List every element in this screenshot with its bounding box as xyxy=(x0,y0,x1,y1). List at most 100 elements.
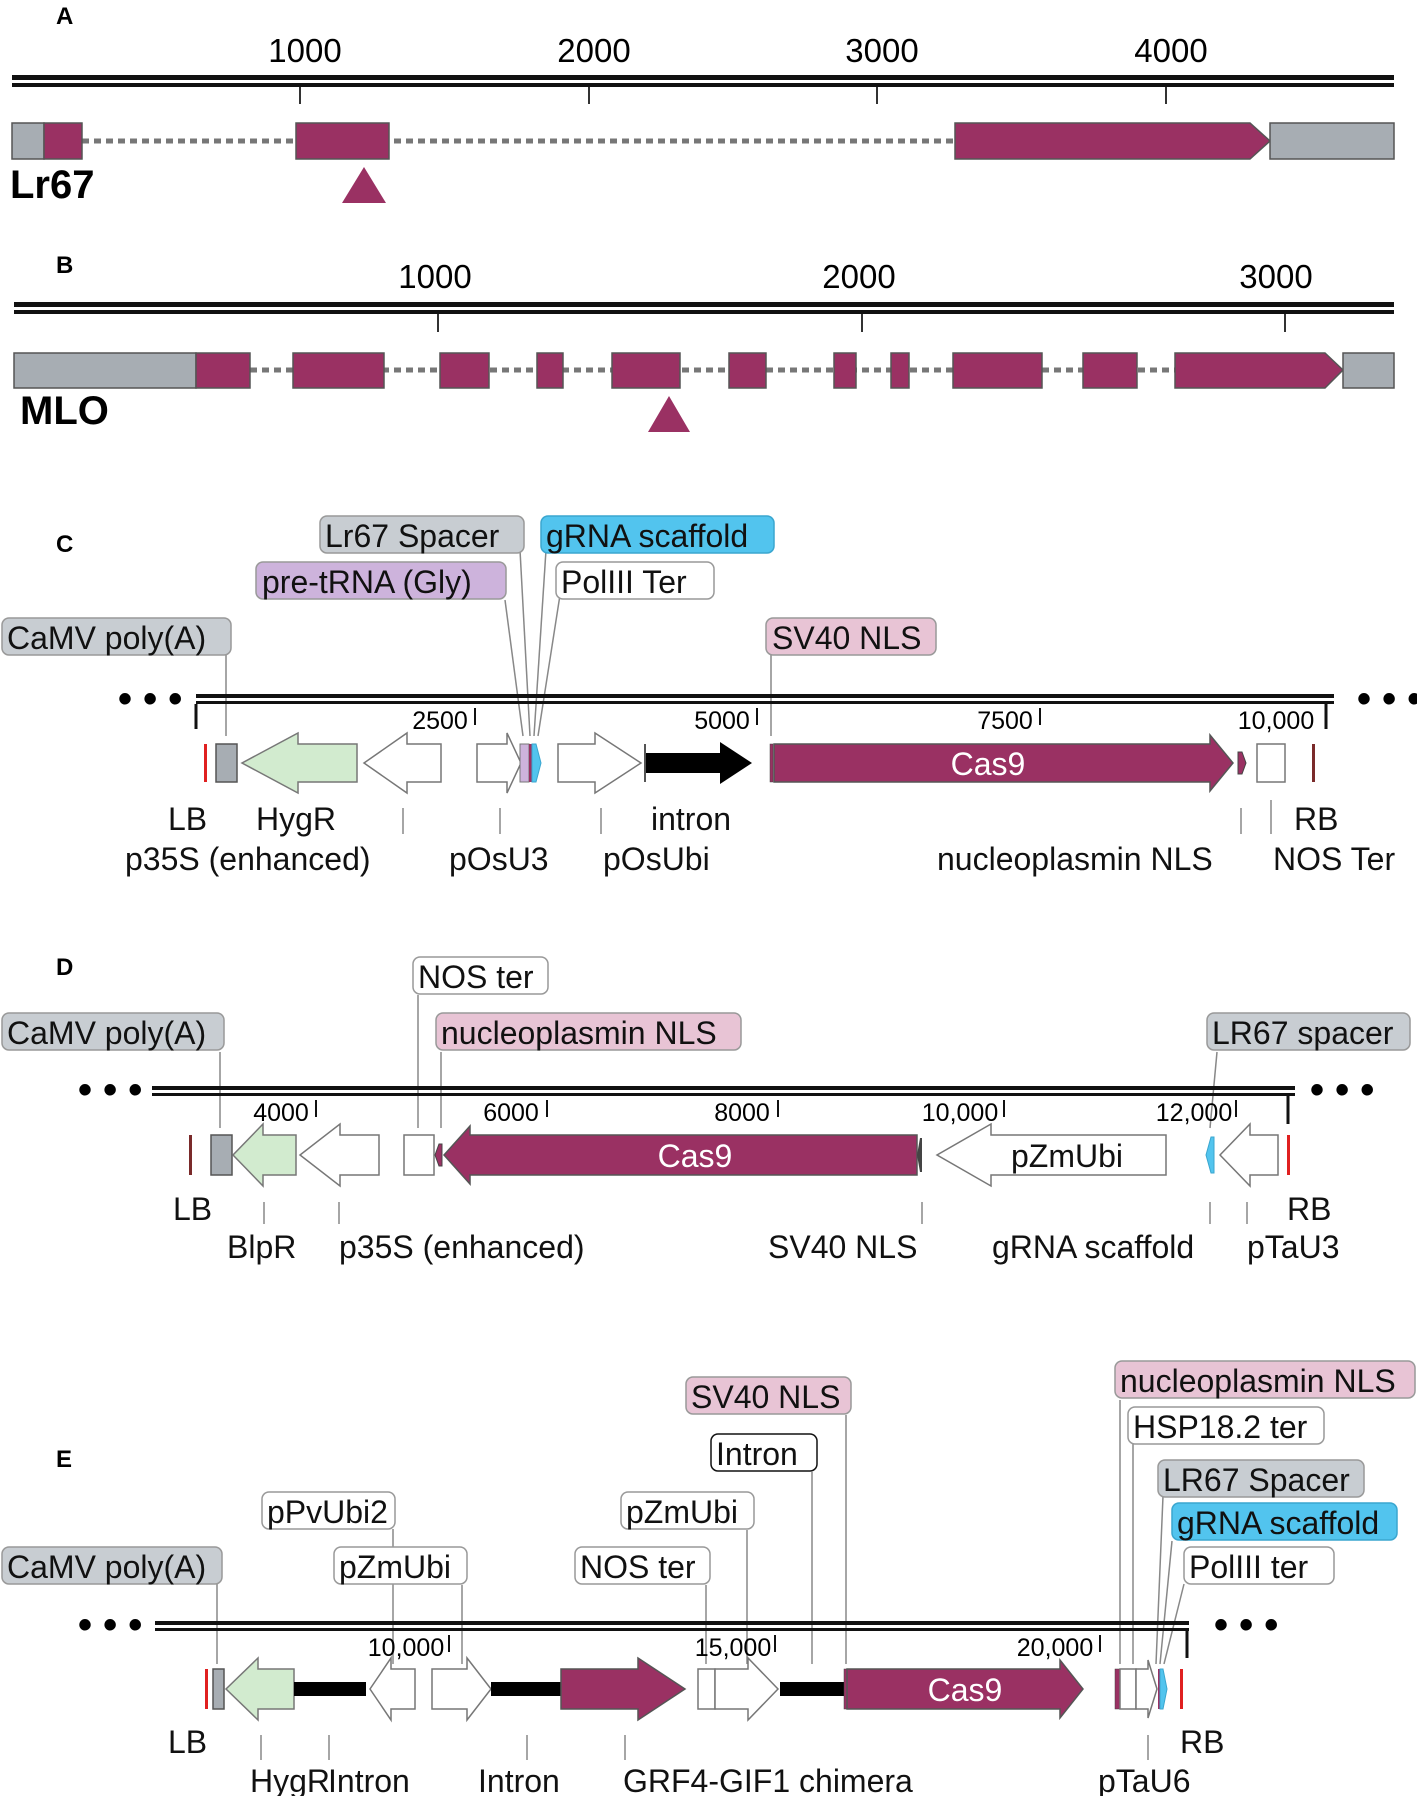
panel-a-exon-1 xyxy=(43,122,83,160)
panel-e-label-lb: LB xyxy=(168,1724,207,1760)
panel-e-backbone xyxy=(155,1621,1189,1625)
panel-c-rb-border xyxy=(1312,744,1315,782)
panel-a-tick-1000: 1000 xyxy=(268,32,341,69)
panel-e-tick-20000: 20,000 xyxy=(1017,1634,1093,1662)
tag-nos-ter: NOS ter xyxy=(574,1546,711,1585)
panel-d-camv-polya-feature xyxy=(210,1134,233,1176)
svg-text:pre-tRNA (Gly): pre-tRNA (Gly) xyxy=(262,564,472,600)
panel-a-tick-3000: 3000 xyxy=(845,32,918,69)
panel-d-tick-4000: 4000 xyxy=(253,1099,309,1127)
tag-intron: Intron xyxy=(710,1433,818,1472)
panel-c-ellipsis-left: • • • xyxy=(118,677,182,721)
svg-text:CaMV poly(A): CaMV poly(A) xyxy=(7,1015,206,1051)
panel-e-letter: E xyxy=(56,1446,72,1473)
panel-a-exon-2 xyxy=(295,122,390,160)
svg-text:SV40 NLS: SV40 NLS xyxy=(691,1379,840,1415)
tag-poliii-ter: PolIII ter xyxy=(1183,1546,1335,1585)
panel-c-cas9-label: Cas9 xyxy=(951,746,1026,782)
panel-a-scale-line-2 xyxy=(12,83,1394,87)
panel-c-nucleoplasmin-feature xyxy=(1237,751,1247,775)
panel-e-hsp18-2-ter-feature xyxy=(1119,1668,1137,1710)
panel-d-label-ptau3: pTaU3 xyxy=(1247,1229,1340,1265)
svg-text:Intron: Intron xyxy=(716,1436,798,1472)
panel-d-label-rb: RB xyxy=(1287,1191,1331,1227)
panel-a-tick-2000: 2000 xyxy=(557,32,630,69)
panel-e-pzmubi-2-arrow xyxy=(714,1656,780,1722)
panel-e-intron-bar-3 xyxy=(780,1682,844,1696)
tag-pzmubi: pZmUbi xyxy=(333,1546,468,1585)
tag-pzmubi-2: pZmUbi xyxy=(620,1491,755,1530)
panel-b-exon xyxy=(1082,352,1138,389)
panel-d-ellipsis-right: • • • xyxy=(1310,1068,1374,1112)
panel-e-tick-15000: 15,000 xyxy=(695,1634,771,1662)
svg-text:PolIII ter: PolIII ter xyxy=(1189,1549,1309,1585)
panel-a-utr-3 xyxy=(1269,122,1395,160)
tag-lr67-spacer: LR67 Spacer xyxy=(1157,1459,1365,1498)
svg-text:CaMV poly(A): CaMV poly(A) xyxy=(7,1549,206,1585)
panel-c-tick-2500: 2500 xyxy=(412,707,468,735)
panel-d-p35s-arrow xyxy=(298,1122,380,1188)
panel-d-ellipsis-left: • • • xyxy=(78,1068,142,1112)
panel-e-nos-ter-feature xyxy=(697,1668,716,1710)
panel-e-intron-bar-2 xyxy=(491,1682,561,1696)
panel-e-label-ptau6: pTaU6 xyxy=(1098,1763,1191,1796)
panel-b-utr-5 xyxy=(13,352,197,389)
panel-e-hygr-arrow xyxy=(224,1656,295,1722)
panel-c-label-posu3: pOsU3 xyxy=(449,841,549,877)
panel-c-tick-7500: 7500 xyxy=(977,707,1033,735)
panel-c-intron-arrow xyxy=(644,742,752,784)
svg-text:NOS ter: NOS ter xyxy=(580,1549,696,1585)
panel-c-camv-polya-feature xyxy=(215,743,238,783)
panel-d-blpr-arrow xyxy=(231,1122,297,1188)
svg-text:nucleoplasmin NLS: nucleoplasmin NLS xyxy=(441,1015,717,1051)
panel-c-label-hygr: HygR xyxy=(256,801,336,837)
panel-e-ppvubi2-arrow xyxy=(369,1655,416,1723)
panel-e-cas9-label: Cas9 xyxy=(928,1672,1003,1708)
panel-b-exon xyxy=(439,352,490,389)
svg-text:CaMV poly(A): CaMV poly(A) xyxy=(7,620,206,656)
tag-nucleoplasmin-nls: nucleoplasmin NLS xyxy=(435,1012,742,1051)
svg-text:NOS ter: NOS ter xyxy=(418,959,534,995)
panel-c-backbone xyxy=(196,694,1334,698)
panel-b-exon xyxy=(890,352,910,389)
panel-e-leader-lines xyxy=(216,1400,1185,1760)
tag-sv40-nls: SV40 NLS xyxy=(765,617,937,656)
panel-e-label-intron-1: Intron xyxy=(328,1763,410,1796)
panel-c-posubi-arrow xyxy=(557,731,643,795)
panel-b-scale-line xyxy=(14,302,1394,307)
panel-c-intron-start xyxy=(644,744,646,782)
panel-c-scaffold-feature xyxy=(531,743,542,783)
tag-grna-scaffold: gRNA scaffold xyxy=(540,515,775,554)
panel-b-utr-3 xyxy=(1342,352,1395,389)
panel-b-exon xyxy=(611,352,681,389)
tag-camv-poly-a: CaMV poly(A) xyxy=(1,617,232,656)
panel-d-cas9-label: Cas9 xyxy=(658,1138,733,1174)
panel-c-posu3-arrow xyxy=(476,732,522,794)
panel-d-nos-ter-feature xyxy=(403,1134,435,1176)
panel-e-lb-border xyxy=(205,1669,208,1709)
panel-c-label-intron: intron xyxy=(651,801,731,837)
tag-ppvubi2: pPvUbi2 xyxy=(261,1491,396,1530)
panel-c-nos-ter-feature xyxy=(1256,743,1286,783)
panel-e-pzmubi-arrow xyxy=(431,1655,492,1723)
panel-c-hygr-arrow xyxy=(240,731,358,795)
svg-text:LR67 spacer: LR67 spacer xyxy=(1212,1015,1394,1051)
panel-e-scaffold-feature xyxy=(1159,1668,1168,1710)
panel-b-target-triangle xyxy=(648,396,690,432)
panel-d-label-p35s: p35S (enhanced) xyxy=(339,1229,585,1265)
panel-e-tick-10000: 10,000 xyxy=(368,1634,444,1662)
panel-a-gene-name: Lr67 xyxy=(10,163,95,207)
panel-d-label-scaffold: gRNA scaffold xyxy=(992,1229,1194,1265)
panel-c: C CaMV poly(A) pre-tRNA (Gly) Lr67 Spac xyxy=(1,515,1417,877)
panel-c-sv40-feature xyxy=(769,743,774,783)
panel-d-label-blpr: BlpR xyxy=(227,1229,296,1265)
panel-d-label-sv40: SV40 NLS xyxy=(768,1229,917,1265)
panel-d-tick-12000: 12,000 xyxy=(1156,1099,1232,1127)
panel-d-backbone-2 xyxy=(152,1093,1295,1096)
panel-b-gene-name: MLO xyxy=(20,389,109,433)
panel-b-exon xyxy=(728,352,767,389)
panel-e-intron-bar-1 xyxy=(294,1682,366,1696)
panel-a-target-triangle xyxy=(342,167,386,203)
tag-poliii-ter: PolIII Ter xyxy=(555,561,715,600)
panel-a-tick-4000: 4000 xyxy=(1134,32,1207,69)
